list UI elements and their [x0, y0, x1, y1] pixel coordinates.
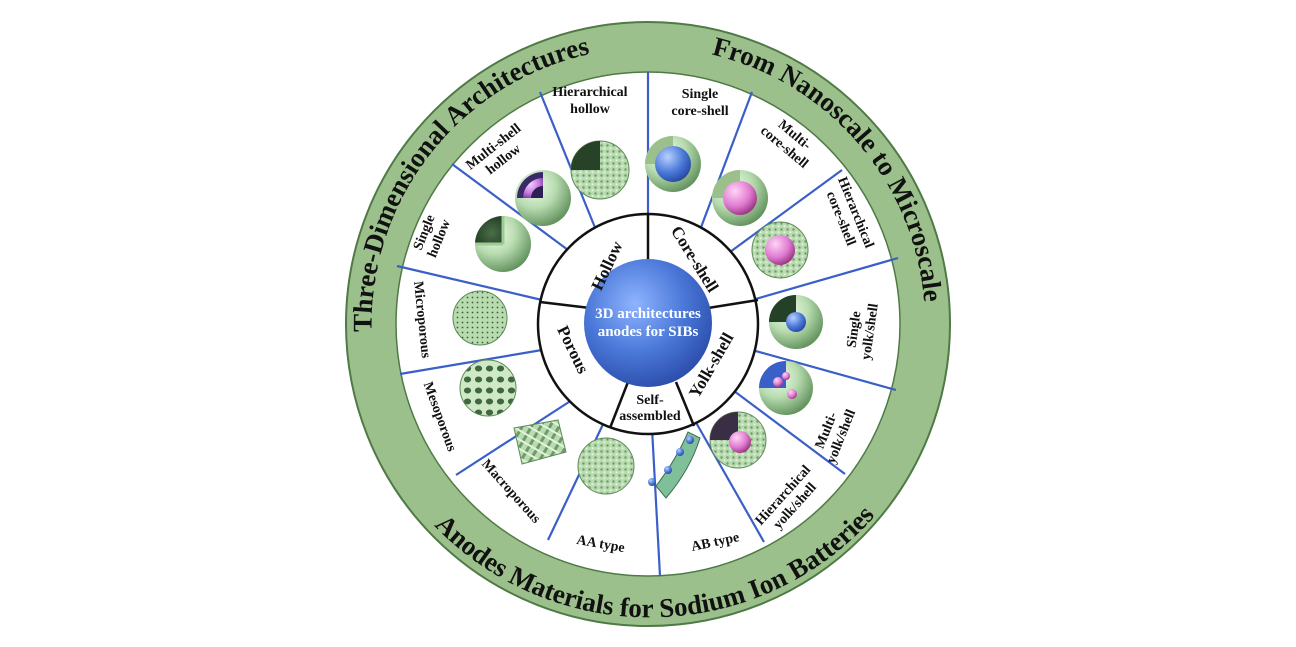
divider-line	[451, 163, 569, 251]
divider-line	[538, 91, 598, 231]
divider-line	[396, 264, 543, 302]
center-title-line1: 3D architectures	[595, 306, 701, 322]
divider-line	[650, 427, 662, 577]
divider-line	[729, 169, 843, 253]
category-divider	[539, 300, 591, 310]
divider-line	[399, 348, 543, 376]
sphere-hierarchical-yolk-shell	[709, 411, 767, 469]
sphere-hierarchical-core-shell	[751, 221, 809, 279]
center-title-line2: anodes for SIBs	[598, 324, 699, 340]
category-dividers	[539, 214, 759, 429]
sphere-single-core-shell	[645, 136, 701, 192]
sphere-microporous	[452, 290, 508, 346]
divider-line	[547, 417, 607, 541]
sphere-single-hollow	[475, 216, 531, 272]
sphere-multi-yolk-shell	[759, 361, 813, 415]
shape-macroporous	[513, 419, 567, 465]
divider-line	[455, 399, 573, 476]
divider-line	[698, 91, 754, 231]
sphere-mesoporous	[459, 359, 517, 417]
divider-line	[751, 256, 899, 302]
shape-aa-type	[577, 437, 635, 495]
category-divider	[674, 381, 696, 427]
center-sphere	[584, 259, 712, 387]
divider-line	[751, 348, 897, 392]
category-self-assembled-line1: Self-	[636, 393, 664, 408]
divider-line	[729, 387, 846, 475]
divider-line	[689, 411, 765, 543]
sphere-single-yolk-shell	[769, 295, 823, 349]
sphere-multi-core-shell	[712, 170, 768, 226]
category-divider	[707, 298, 759, 310]
sphere-hierarchical-hollow	[570, 140, 630, 200]
sector-dividers	[396, 72, 899, 577]
sphere-multi-shell-hollow	[515, 170, 571, 226]
category-divider	[608, 381, 630, 429]
category-self-assembled-line2: assembled	[619, 409, 681, 424]
shape-ab-type	[648, 431, 701, 499]
